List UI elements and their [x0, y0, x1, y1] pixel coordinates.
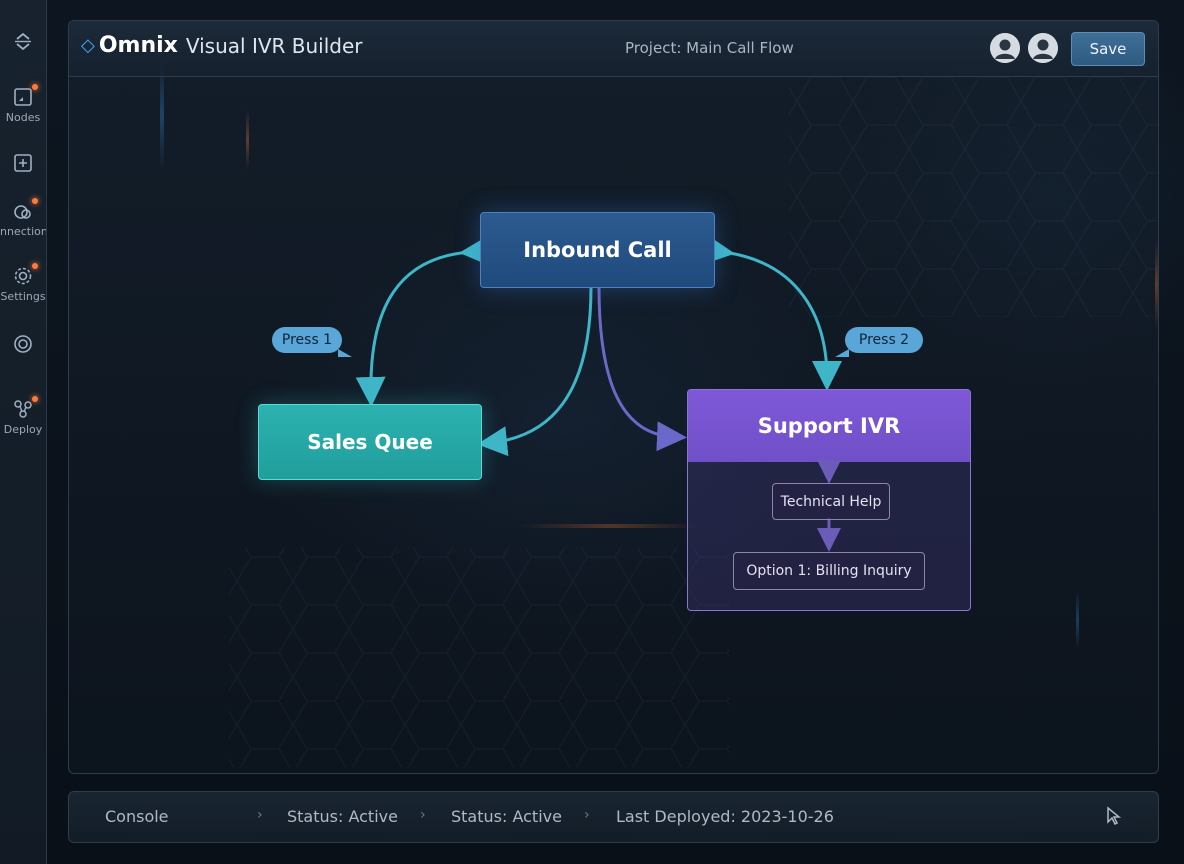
sidebar-item-label: nnections	[0, 225, 46, 238]
node-sales-queue[interactable]: Sales Quee	[258, 404, 482, 480]
sidebar-item-settings[interactable]: Settings	[0, 263, 46, 303]
sidebar-item-label: Deploy	[3, 423, 43, 436]
nodes-icon	[12, 84, 38, 108]
sidebar-item-nodes[interactable]: Nodes	[0, 84, 46, 124]
flow-canvas[interactable]: Inbound Call Sales Quee Support IVR Tech…	[69, 77, 1158, 773]
edge-inbound-sales	[477, 286, 593, 457]
status-text: Status: Active	[451, 807, 562, 826]
edge-label-press1[interactable]: Press 1	[272, 327, 352, 357]
node-technical-help[interactable]: Technical Help	[772, 483, 890, 520]
edge-press2	[703, 234, 842, 391]
user-avatar-icon[interactable]	[990, 33, 1020, 63]
node-support-ivr[interactable]: Support IVR Technical Help Option 1: Bil…	[687, 389, 971, 611]
chevron-right-icon: ›	[420, 807, 426, 823]
save-button[interactable]: Save	[1071, 32, 1145, 66]
support-inner-connectors	[817, 460, 841, 552]
gear-icon	[12, 333, 34, 355]
sidebar-item-gear[interactable]	[0, 333, 46, 355]
console-tab[interactable]: Console	[105, 807, 169, 826]
status-bar: Console › Status: Active › Status: Activ…	[68, 791, 1159, 843]
add-node-icon	[12, 152, 34, 174]
node-inbound-call[interactable]: Inbound Call	[480, 212, 715, 288]
support-ivr-header[interactable]: Support IVR	[688, 390, 970, 462]
sidebar-item-label: Settings	[0, 290, 46, 303]
sidebar: Nodes nnections Settings Deploy	[0, 0, 47, 864]
hex-grid-decoration	[229, 77, 1158, 767]
chevron-right-icon: ›	[257, 807, 263, 823]
app-brand: ◇ Omnix Visual IVR Builder	[81, 33, 363, 58]
app-title: Visual IVR Builder	[185, 33, 363, 58]
chevron-right-icon: ›	[584, 807, 590, 823]
user-avatar-icon[interactable]	[1028, 33, 1058, 63]
project-name: Project: Main Call Flow	[625, 39, 794, 57]
chevron-collapse-icon	[12, 30, 34, 52]
last-deployed: Last Deployed: 2023-10-26	[616, 807, 834, 826]
deploy-icon	[12, 396, 38, 420]
sidebar-item-connections[interactable]: nnections	[0, 198, 46, 238]
pointer-cursor-icon[interactable]	[1103, 805, 1125, 827]
edge-label-press2[interactable]: Press 2	[835, 327, 923, 357]
flow-connectors	[355, 234, 842, 457]
edge-inbound-support	[597, 286, 687, 452]
connections-icon	[12, 198, 38, 222]
bubble-tail	[835, 349, 849, 357]
status-text: Status: Active	[287, 807, 398, 826]
node-billing-inquiry[interactable]: Option 1: Billing Inquiry	[733, 552, 925, 590]
sidebar-item-label: Nodes	[5, 111, 41, 124]
edge-label-text: Press 2	[858, 332, 910, 348]
builder-window: ◇ Omnix Visual IVR Builder Project: Main…	[68, 20, 1159, 774]
bubble-tail	[338, 349, 352, 357]
diamond-logo-icon: ◇	[81, 35, 95, 56]
sidebar-item-deploy[interactable]: Deploy	[0, 396, 46, 436]
edge-press1	[355, 235, 491, 407]
title-bar: ◇ Omnix Visual IVR Builder Project: Main…	[69, 21, 1158, 77]
sidebar-item-add-node[interactable]	[0, 152, 46, 174]
settings-icon	[12, 263, 38, 287]
sidebar-item-collapse[interactable]	[0, 30, 46, 52]
edge-label-text: Press 1	[281, 332, 333, 348]
brand-name: Omnix	[98, 33, 178, 58]
